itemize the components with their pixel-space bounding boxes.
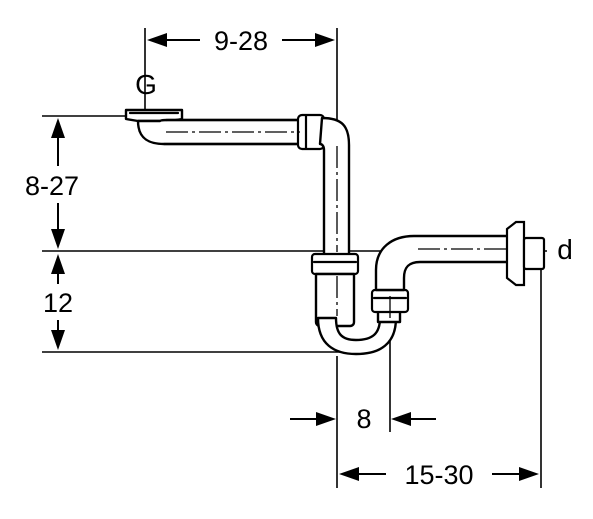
dimension-trap-offset: 8: [290, 404, 436, 434]
outlet-flange: [505, 220, 546, 287]
vertical-drop-pipe: [318, 116, 351, 260]
dimension-label-8: 8: [356, 404, 371, 434]
dimension-label-12: 12: [43, 288, 73, 318]
trap-u-bend: [316, 316, 398, 356]
dimension-vertical-upper: 8-27: [25, 118, 79, 249]
dimension-label-9-28: 9-28: [214, 26, 268, 56]
siphon-pipe-assembly: [124, 108, 546, 356]
dimension-vertical-lower: 12: [43, 254, 73, 350]
label-outlet-d: d: [557, 234, 573, 265]
trap-left-leg: [314, 272, 356, 328]
dimension-outlet-span: 15-30: [339, 460, 539, 490]
dimension-horizontal-top: 9-28: [147, 26, 335, 56]
dimension-label-15-30: 15-30: [404, 460, 473, 490]
label-inlet-G: G: [135, 69, 157, 100]
center-lines: [166, 131, 506, 320]
outlet-pipe: [374, 234, 510, 292]
dimension-label-8-27: 8-27: [25, 171, 79, 201]
slip-nut-upper: [310, 252, 360, 276]
